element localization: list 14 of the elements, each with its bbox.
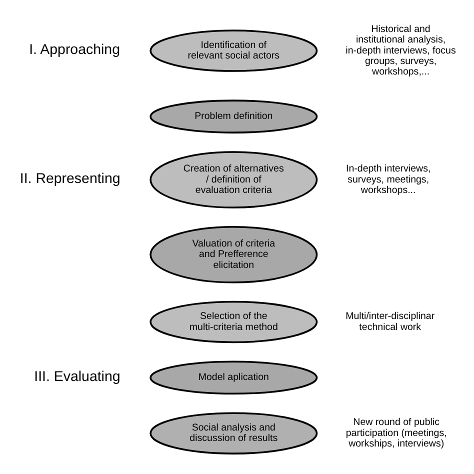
- node-ellipse: Model aplication: [150, 360, 318, 395]
- node-ellipse: Identification of relevant social actors: [150, 30, 318, 72]
- label: New round of public participation (meetings, workships, interviews): [346, 417, 447, 450]
- label: III. Evaluating: [34, 369, 120, 386]
- node-ellipse: Creation of alternatives / definition of evaluation criteria: [150, 151, 318, 208]
- label: II. Representing: [20, 171, 120, 188]
- node-ellipse: Valuation of criteria and Prefference elicitation: [150, 226, 318, 284]
- node-ellipse: Social analysis and discussion of results: [150, 412, 318, 454]
- label: In-depth interviews, surveys, meetings, workshops...: [346, 164, 431, 196]
- node-ellipse: Problem definition: [150, 100, 318, 134]
- label: Historical and institutional analysis, in-depth interviews, focus groups, surveys, workshops,...: [346, 24, 456, 78]
- label: Multi/inter-disciplinar technical work: [346, 311, 435, 333]
- label: I. Approaching: [29, 42, 120, 58]
- node-ellipse: Selection of the multi-criteria method: [150, 300, 318, 344]
